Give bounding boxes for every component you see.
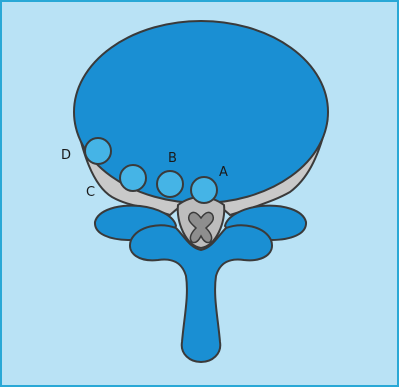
nodule-a	[191, 177, 217, 203]
label-a: A	[219, 165, 228, 180]
label-b: B	[168, 151, 177, 166]
intervertebral-disc	[74, 21, 328, 203]
nodule-b	[157, 171, 183, 197]
label-d: D	[61, 148, 71, 163]
nodule-d	[85, 138, 111, 164]
label-c: C	[86, 185, 95, 200]
nodule-c	[120, 165, 146, 191]
